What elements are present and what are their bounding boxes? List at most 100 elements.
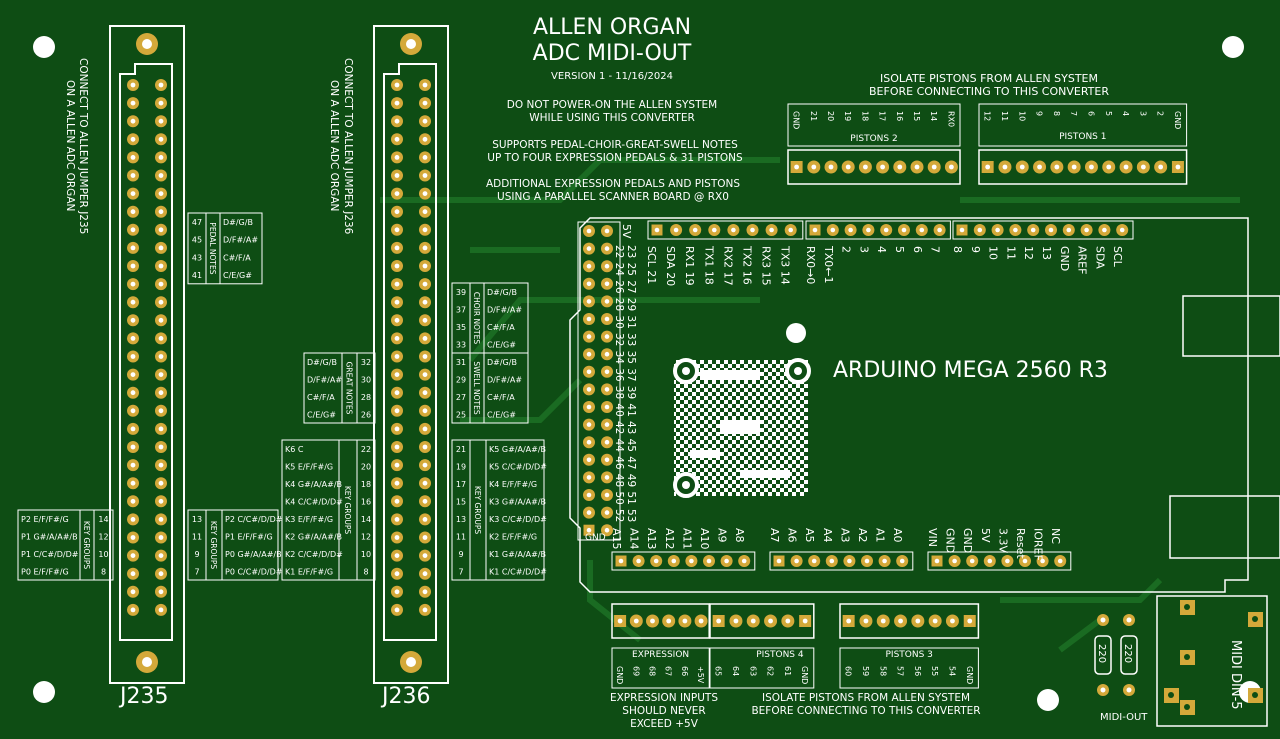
arduino-top-a-pin [731,227,736,233]
group-pin-number: 30 [361,375,371,384]
arduino-top-a-pin [788,227,793,233]
group-note-label: K5 C/C#/D/D# [489,462,547,471]
piston-pin-label: 66 [680,666,689,676]
arduino-left-label: 29 [625,298,637,311]
arduino-top-label: 3 [857,246,870,253]
arduino-bottom-label: A10 [698,528,711,550]
piston-pin-label: 55 [930,666,939,676]
arduino-bot-a-pin [653,558,659,564]
piston-pin-label: 57 [896,666,905,676]
arduino-top-label: 13 [1040,246,1053,260]
group-title: PEDAL NOTES [208,222,217,274]
group-note-label: P2 C/C#/D/D# [225,515,283,524]
arduino-bot-a-pin [689,558,694,564]
group-pin-number: 12 [98,532,108,541]
group-pin-number: 41 [192,271,202,280]
piston-pin-label: 4 [1121,111,1130,116]
piston-pin-label: 14 [929,111,938,121]
piston-pin-label: 63 [748,666,757,676]
arduino-top-label: 5 [893,246,906,253]
group-note-label: D#/G/B [307,358,337,367]
arduino-top-label: AREF [1076,246,1089,274]
arduino-left-label: 34 [613,351,625,365]
arduino-left-label: 50 [613,491,625,504]
arduino-top-c-pin [977,227,983,233]
arduino-left-label: 30 [613,315,625,328]
arduino-bot-b-pin [794,558,799,564]
arduino-top-label: SCL [1111,246,1124,268]
midi-section: MIDI DIN-5 MIDI-OUT 220 220 [1094,595,1268,727]
arduino-top-a-pin [673,227,679,233]
group-note-label: K2 G#/A/A#/B [285,532,342,541]
piston-pin-label: GND [800,666,809,684]
arduino-bottom-label: A7 [768,528,781,543]
piston-pin-label: 64 [731,666,740,676]
piston-pin-label: 62 [766,666,775,676]
arduino-bottom-label: A8 [733,528,746,543]
midi-din-label: MIDI DIN-5 [1228,640,1243,710]
group-pin-number: 25 [456,410,466,419]
arduino-bot-a-pin [636,558,641,564]
j235-note-2: ON A ALLEN ADC ORGAN [64,80,76,211]
group-pin-number: 11 [456,532,466,541]
additional-line-2: USING A PARALLEL SCANNER BOARD @ RX0 [497,191,729,203]
piston-pin-label: 18 [860,111,869,121]
group-note-label: D#/G/B [223,218,253,227]
arduino-bottom-label: A13 [645,528,658,550]
arduino-top-label: 6 [911,246,924,253]
group-pin-number: 7 [458,567,463,576]
group-pin-number: 13 [192,515,202,524]
arduino-top-label: 12 [1022,246,1035,260]
j236-note-1: CONNECT TO ALLEN JUMPER J236 [342,58,354,235]
usb-port-outline [1182,295,1280,357]
group-note-label: C/E/G# [307,410,336,419]
arduino-top-label: GND [1058,246,1071,271]
arduino-left-label: 45 [625,439,637,452]
group-note-label: K1 C/C#/D/D# [489,567,547,576]
group-title: KEY GROUPS [82,521,91,570]
piston-pin-label: 21 [809,111,818,121]
resistor-1-value: 220 [1096,644,1107,663]
arduino-left-pin [586,492,592,498]
j236-label: J236 [380,684,430,709]
group-pin-number: 29 [456,375,466,384]
arduino-left-pin [586,404,592,410]
arduino-top-label: TX3 14 [779,245,792,285]
arduino-left-label: 42 [613,421,625,434]
arduino-bot-c-pin [987,558,993,564]
arduino-bottom-label: A4 [821,528,834,543]
arduino-bottom-label: A14 [628,528,641,550]
group-note-label: D/F#/A# [487,375,522,384]
arduino-top-label: TX2 16 [741,245,754,285]
arduino-left-label: 32 [613,333,625,346]
group-note-label: D/F#/A# [307,375,342,384]
group-pin-number: 26 [361,410,371,419]
group-pin-number: 47 [192,218,202,227]
arduino-top-label: SDA [1093,246,1106,269]
arduino-bottom-label: A15 [610,528,623,550]
piston-pin-label: 67 [664,666,673,676]
piston-pin-label: 58 [878,666,887,676]
group-pin-number: 16 [361,497,371,506]
piston-pin-label: 17 [878,111,887,121]
group-pin-number: 18 [361,480,371,489]
arduino-name: ARDUINO MEGA 2560 R3 [833,358,1108,383]
piston-pin-label: 8 [1052,111,1061,116]
group-pin-number: 37 [456,305,466,314]
group-pin-number: 7 [194,567,199,576]
arduino-left-label: 52 [613,509,625,522]
arduino-left-pin [604,228,610,234]
arduino-left-pin [586,527,592,533]
arduino-left-pin [586,422,592,427]
arduino-top-c-pin [1013,227,1018,233]
arduino-top-label: SDA 20 [664,246,677,286]
arduino-left-label: 23 [625,245,637,258]
arduino-bot-b-pin [811,558,817,564]
resistor-2-value: 220 [1122,644,1133,663]
